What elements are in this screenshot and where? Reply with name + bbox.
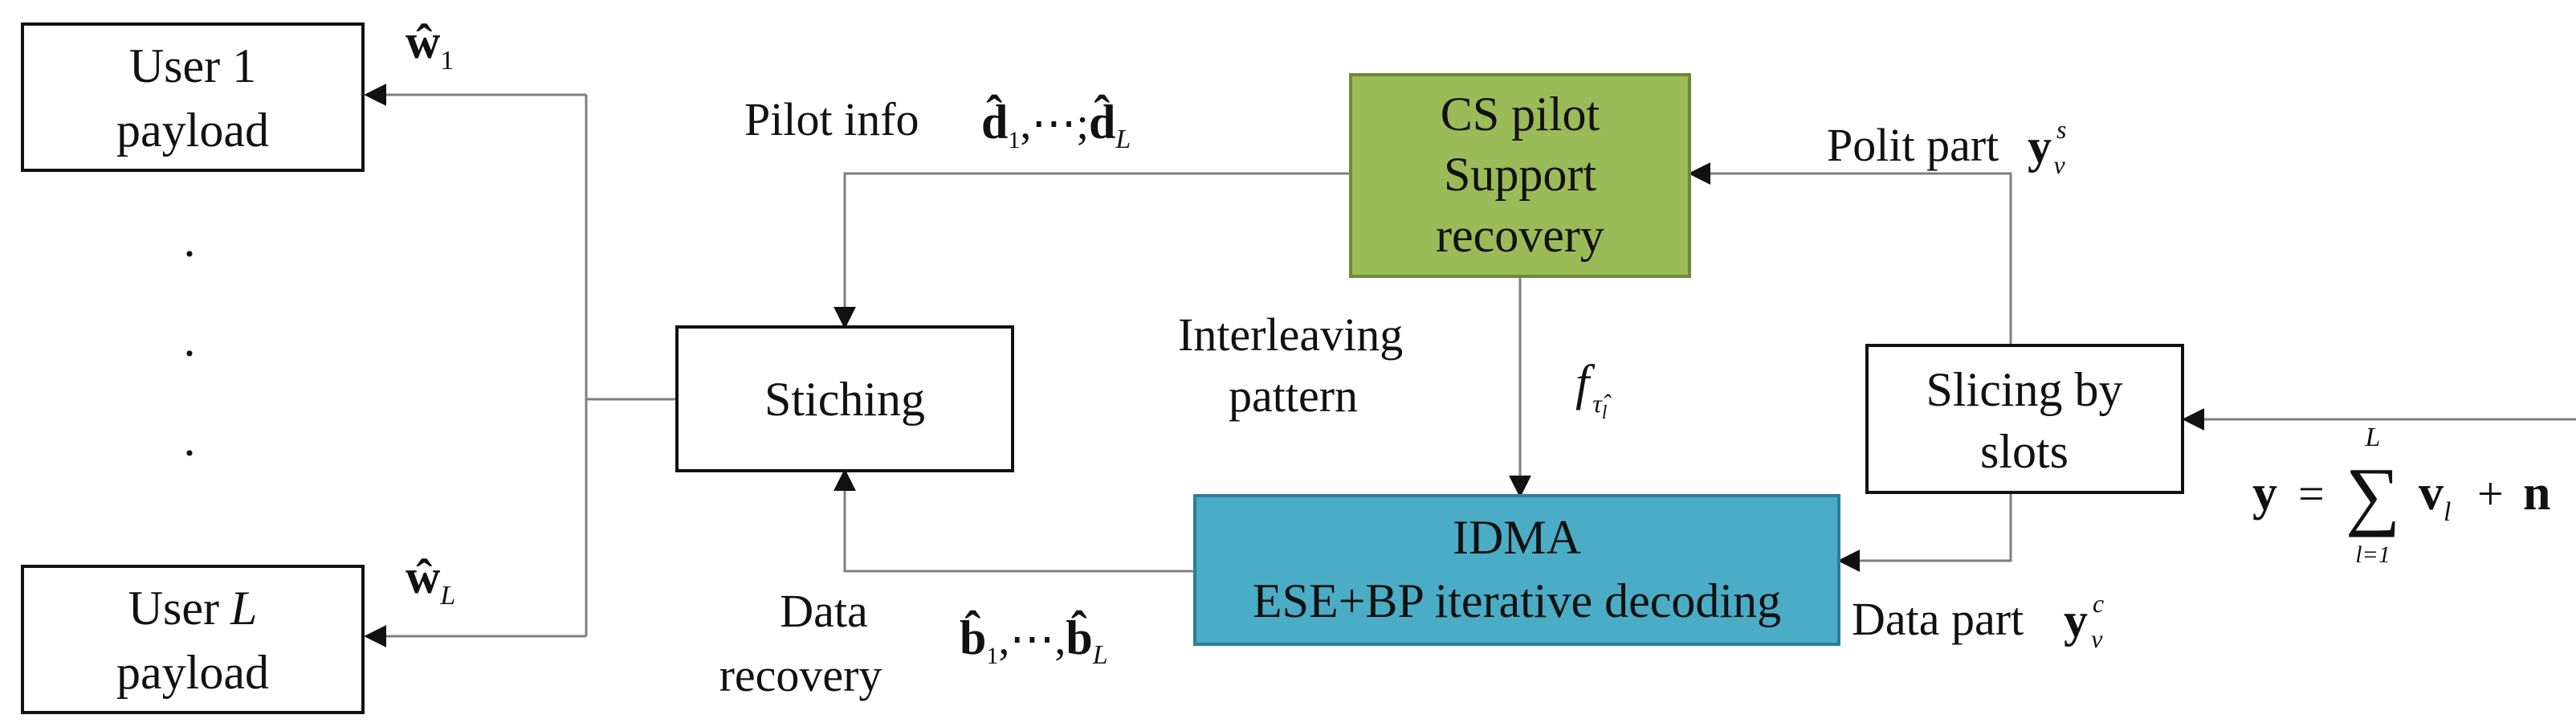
wL-hat-base: ŵ — [406, 550, 441, 603]
slicing-label-line2: slots — [1980, 425, 2069, 478]
w1-hat-base: ŵ — [406, 15, 441, 68]
userL-label-line2: payload — [116, 646, 269, 699]
data-part-label: Data part — [1852, 593, 2024, 645]
data-recovery-label-line2: recovery — [719, 649, 882, 701]
cs-pilot-box — [1349, 73, 1691, 278]
stiching-block: Stiching — [675, 325, 1014, 472]
user1-block: User 1 payload — [21, 22, 365, 172]
b-hat-first-sub: 1 — [986, 643, 998, 669]
y-data-sub: v — [2091, 624, 2103, 653]
eq-term: vl — [2419, 466, 2451, 527]
idma-label-line2: ESE+BP iterative decoding — [1253, 574, 1781, 627]
ellipsis-dot-3: · — [181, 427, 198, 480]
b-hat-last-base: b̂ — [1066, 611, 1092, 664]
user-ellipsis: · · · — [181, 227, 198, 480]
f-sub-l: l — [1602, 402, 1608, 423]
user1-label-line2: payload — [116, 104, 269, 157]
idma-box — [1193, 494, 1840, 646]
received-signal-equation: y = L ∑ l=1 vl + n — [2252, 423, 2550, 568]
wL-hat-symbol: ŵL — [406, 550, 455, 611]
data-recovery-label-line1: Data — [780, 585, 868, 637]
cs-pilot-label-line2: Support — [1444, 148, 1596, 201]
userL-label-user: User — [128, 582, 219, 635]
d-hat-first-base: d̂ — [981, 95, 1008, 149]
eq-equals: = — [2298, 468, 2325, 520]
idma-label-line1: IDMA — [1453, 511, 1581, 564]
b-hat-sequence: b̂1,⋯,b̂L — [960, 611, 1108, 670]
ellipsis-dot-2: · — [181, 327, 198, 380]
stiching-box — [675, 325, 1014, 472]
wL-hat-sub: L — [439, 581, 455, 611]
b-hat-last-sub: L — [1092, 640, 1108, 670]
stiching-label: Stiching — [764, 373, 925, 426]
connectors — [364, 84, 2576, 647]
arrow-data-part — [1837, 492, 2012, 572]
interleaving-label-line1: Interleaving — [1178, 308, 1403, 361]
eq-sum-upper: L — [2365, 423, 2381, 452]
eq-noise-n: n — [2523, 466, 2550, 521]
polit-part-label: Polit part — [1827, 119, 1999, 171]
arrow-data-recovery — [834, 468, 1195, 573]
arrow-polit-part — [1688, 162, 2012, 345]
y-data-sup: c — [2093, 589, 2104, 618]
slicing-box — [1865, 344, 2184, 494]
cs-pilot-label-line3: recovery — [1436, 209, 1604, 262]
d-hat-last-base: d̂ — [1089, 95, 1115, 149]
userL-label-l: L — [230, 582, 257, 635]
d-hat-sequence: d̂1,⋯;d̂L — [981, 95, 1131, 154]
eq-sum-sign: ∑ — [2346, 451, 2400, 537]
d-hat-last-sub: L — [1115, 125, 1131, 154]
arrow-pilot-info — [834, 172, 1351, 329]
y-pilot-sub: v — [2053, 150, 2065, 179]
pilot-info-label: Pilot info — [744, 93, 919, 145]
b-hat-first-base: b̂ — [960, 611, 986, 664]
d-hat-separator: ,⋯; — [1020, 99, 1089, 149]
eq-lhs-y: y — [2252, 466, 2277, 521]
eq-term-sub: l — [2444, 497, 2451, 527]
idma-block: IDMA ESE+BP iterative decoding — [1193, 494, 1840, 646]
eq-plus: + — [2477, 468, 2504, 520]
ellipsis-dot-1: · — [181, 227, 198, 280]
user1-label-line1: User 1 — [129, 39, 256, 92]
y-data-base: y — [2064, 594, 2088, 647]
cs-pilot-block: CS pilot Support recovery — [1349, 73, 1691, 278]
d-hat-first-sub: 1 — [1008, 127, 1020, 153]
slicing-block: Slicing by slots — [1865, 344, 2184, 494]
y-pilot-sup: s — [2056, 115, 2066, 144]
userL-box — [21, 565, 365, 714]
eq-sum-lower: l=1 — [2355, 541, 2391, 568]
w1-hat-symbol: ŵ1 — [406, 15, 454, 76]
y-pilot-base: y — [2028, 120, 2052, 173]
cs-pilot-label-line1: CS pilot — [1441, 88, 1600, 141]
user1-box — [21, 22, 365, 172]
w1-hat-sub: 1 — [440, 46, 454, 76]
interleaving-label-line2: pattern — [1229, 370, 1358, 422]
eq-term-v: v — [2419, 466, 2444, 521]
b-hat-separator: ,⋯, — [998, 615, 1066, 664]
slicing-label-line1: Slicing by — [1926, 363, 2122, 416]
